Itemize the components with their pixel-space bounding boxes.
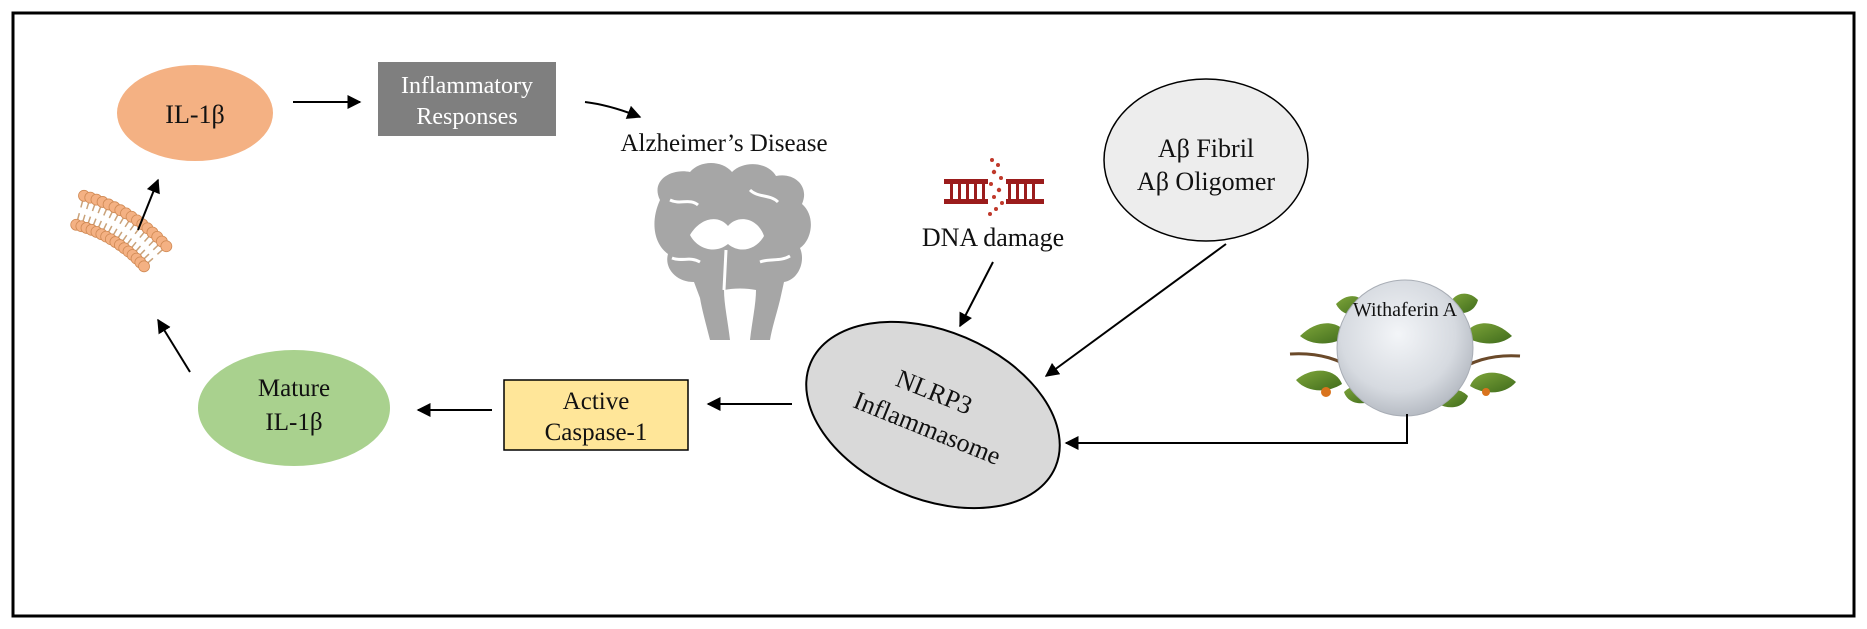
- diagram-frame: [11, 11, 1856, 618]
- inflammatory-label-line1: Inflammatory: [401, 73, 533, 99]
- arrow-inflammatory-to-alzheimers: [584, 101, 642, 119]
- inflammatory-responses-node: Inflammatory Responses: [378, 62, 556, 136]
- withania-plant-icon: [1289, 279, 1521, 417]
- lipid-bilayer-icon: [70, 189, 173, 273]
- dna-damage-icon: [944, 158, 1044, 216]
- il1b-label: IL-1β: [165, 100, 224, 129]
- mature-label-line1: Mature: [258, 375, 330, 402]
- dna-damage-label: DNA damage: [922, 223, 1064, 252]
- arrow-abeta-to-nlrp3: [1044, 243, 1227, 377]
- caspase-label-line2: Caspase-1: [545, 419, 648, 446]
- abeta-label-line2: Aβ Oligomer: [1137, 167, 1275, 196]
- arrow-dna-to-nlrp3: [959, 261, 994, 328]
- arrow-withaferin-to-nlrp3: [1064, 414, 1408, 450]
- nlrp3-node: NLRP3 Inflammasome: [805, 320, 1061, 510]
- caspase-label-line1: Active: [563, 388, 630, 415]
- brain-icon: [654, 163, 811, 340]
- withaferin-label: Withaferin A: [1353, 299, 1458, 321]
- mature-label-line2: IL-1β: [265, 409, 322, 436]
- abeta-node: Aβ Fibril Aβ Oligomer: [1103, 78, 1309, 242]
- inflammatory-label-line2: Responses: [416, 104, 517, 130]
- mature-il1b-node: Mature IL-1β: [198, 350, 390, 466]
- abeta-label-line1: Aβ Fibril: [1158, 134, 1254, 163]
- caspase-node: Active Caspase-1: [503, 379, 689, 451]
- arrow-membrane-to-il1b: [137, 178, 160, 231]
- arrow-mature-to-membrane: [157, 318, 191, 373]
- alzheimers-label: Alzheimer’s Disease: [620, 130, 827, 157]
- il1b-node: IL-1β: [117, 65, 273, 161]
